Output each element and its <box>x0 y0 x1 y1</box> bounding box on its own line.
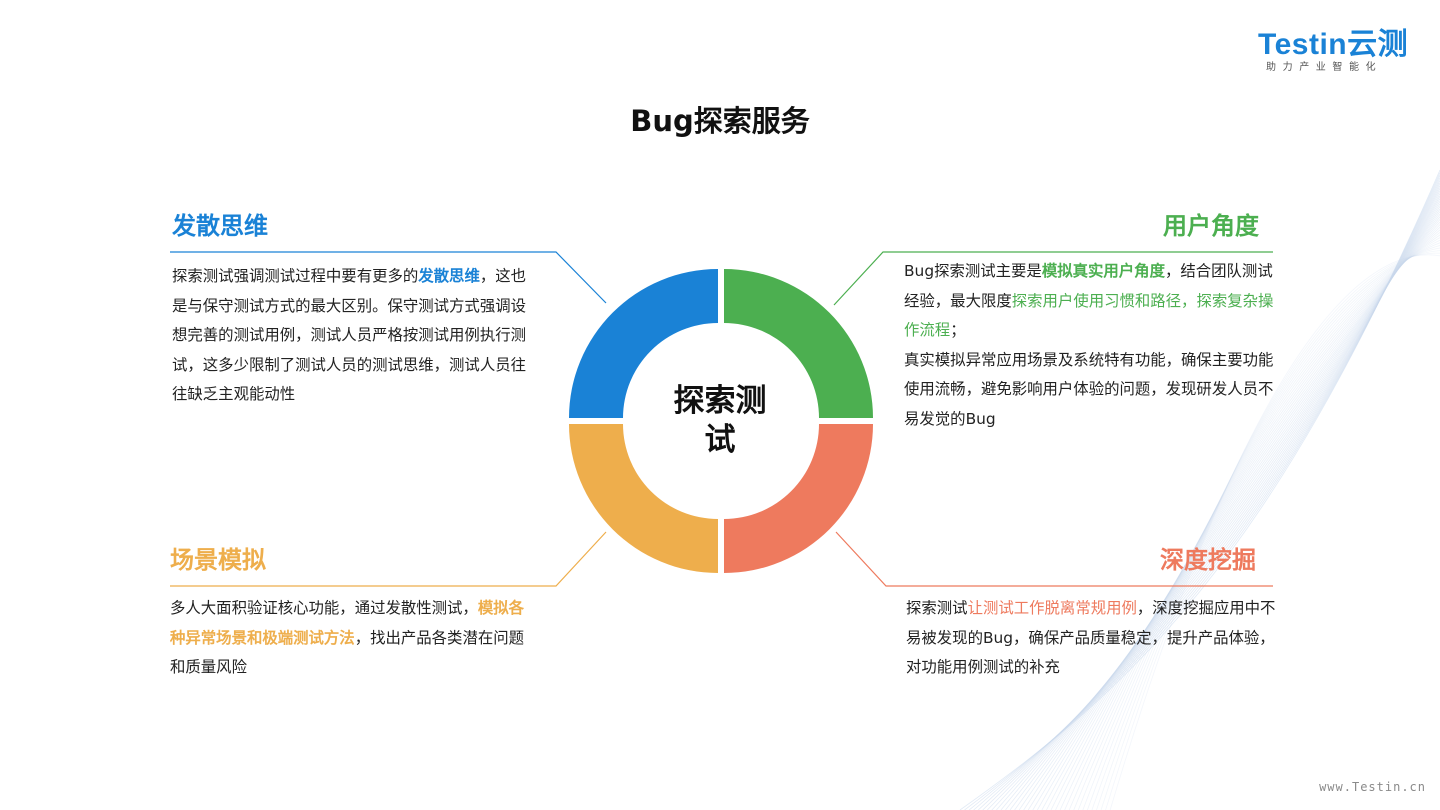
wave-line <box>1091 245 1440 810</box>
wave-line <box>1041 216 1440 810</box>
highlight-user-1: 模拟真实用户角度 <box>1041 262 1165 280</box>
wave-line <box>1096 247 1440 810</box>
text-user-part2: ，结合团队测试经验，最大限度 <box>904 262 1273 310</box>
wave-line <box>987 185 1440 810</box>
wave-line <box>1077 237 1440 810</box>
highlight-divergent: 发散思维 <box>418 267 480 285</box>
wave-line <box>1046 219 1440 810</box>
highlight-user-2: 探索用户使用习惯和路径，探索复杂操作流程 <box>904 291 1274 340</box>
ring-segment-user <box>724 269 873 418</box>
wave-line <box>1014 200 1440 810</box>
highlight-scenario: 模拟各种异常场景和极端测试方法 <box>170 599 525 647</box>
text-divergent-part2: ，这也是与保守测试方式的最大区别。保守测试方式强调设想完善的测试用例，测试人员严… <box>172 267 527 403</box>
wave-line <box>1050 221 1440 810</box>
text-deep-part1: 探索测试 <box>906 599 968 617</box>
text-user-part4: 真实模拟异常应用场景及系统特有功能，确保主要功能使用流畅，避免影响用户体验的问题… <box>904 350 1274 428</box>
center-label: 探索测试 <box>673 383 767 458</box>
ring-segment-scenario <box>569 424 718 573</box>
wave-line <box>1027 208 1440 810</box>
text-user: Bug探索测试主要是模拟真实用户角度，结合团队测试经验，最大限度探索用户使用习惯… <box>904 257 1276 434</box>
text-divergent: 探索测试强调测试过程中要有更多的发散思维，这也是与保守测试方式的最大区别。保守测… <box>172 262 528 410</box>
wave-line <box>1032 211 1440 810</box>
heading-scenario: 场景模拟 <box>170 546 266 574</box>
wave-line <box>1068 232 1440 810</box>
wave-line <box>1023 206 1440 810</box>
connector-scenario <box>170 531 607 587</box>
wave-line <box>982 182 1440 810</box>
wave-line <box>1109 254 1440 810</box>
text-user-part1: Bug探索测试主要是 <box>904 262 1042 280</box>
connector-user <box>833 251 1273 306</box>
text-deep: 探索测试让测试工作脱离常规用例，深度挖掘应用中不易被发现的Bug，确保产品质量稳… <box>906 594 1278 683</box>
footer-url: www.Testin.cn <box>1319 780 1426 794</box>
text-user-part3: ； <box>950 321 966 339</box>
logo-wordmark: Testin云测 <box>1258 28 1409 61</box>
wave-line <box>1055 224 1440 810</box>
wave-line <box>1073 234 1440 810</box>
wave-line <box>1005 195 1440 810</box>
ring-segment-deep <box>724 424 873 573</box>
ring-segment-divergent <box>569 269 718 418</box>
text-deep-part2: ，深度挖掘应用中不易被发现的Bug，确保产品质量稳定，提升产品体验，对功能用例测… <box>906 599 1276 676</box>
connector-deep <box>835 531 1273 587</box>
logo-tagline: 助力产业智能化 <box>1266 62 1383 73</box>
wave-line <box>1064 229 1440 810</box>
text-scenario: 多人大面积验证核心功能，通过发散性测试，模拟各种异常场景和极端测试方法，找出产品… <box>170 594 526 683</box>
wave-line <box>1105 252 1440 810</box>
connector-divergent <box>170 251 607 304</box>
wave-line <box>1037 213 1440 810</box>
highlight-deep: 让测试工作脱离常规用例 <box>967 599 1137 617</box>
text-divergent-part1: 探索测试强调测试过程中要有更多的 <box>172 267 419 285</box>
text-scenario-part1: 多人大面积验证核心功能，通过发散性测试， <box>170 599 478 617</box>
testin-logo: Testin云测 助力产业智能化 <box>1258 28 1414 74</box>
heading-deep: 深度挖掘 <box>1160 546 1256 574</box>
wave-line <box>1018 203 1440 810</box>
wave-line <box>996 190 1440 810</box>
decorative-wave-lines <box>959 169 1440 810</box>
wave-line <box>1100 250 1440 810</box>
wave-line <box>1009 198 1440 810</box>
page-title: Bug探索服务 <box>630 104 810 138</box>
text-scenario-part2: ，找出产品各类潜在问题和质量风险 <box>170 628 525 677</box>
wave-line <box>1059 226 1440 810</box>
wave-line <box>1000 193 1440 810</box>
wave-line <box>991 188 1440 810</box>
heading-divergent: 发散思维 <box>172 212 268 240</box>
heading-user: 用户角度 <box>1163 212 1259 240</box>
wave-line <box>1087 242 1440 810</box>
wave-line <box>1082 239 1440 810</box>
